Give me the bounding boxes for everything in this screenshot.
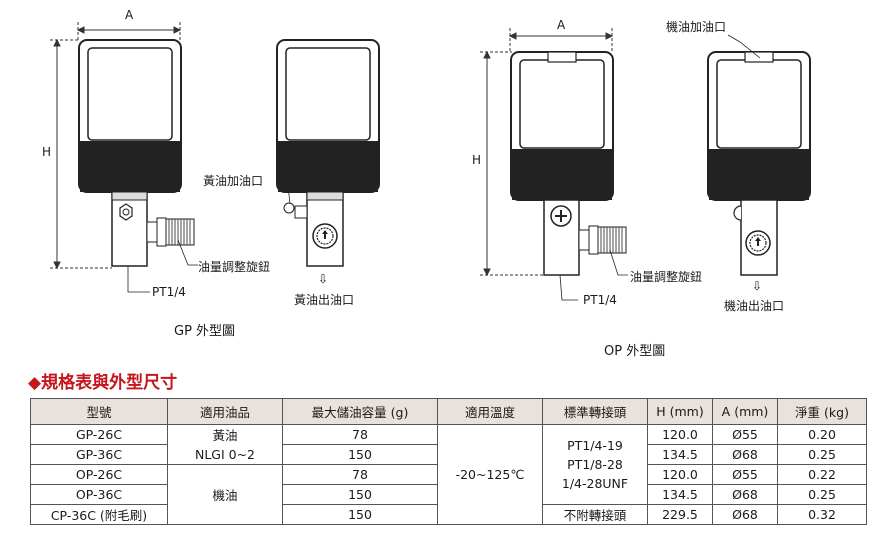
op-outlet-label: 機油出油口 xyxy=(724,299,785,313)
op-fill-inlet-label: 機油加油口 xyxy=(666,20,727,34)
table-row: OP-36C 150 134.5 Ø68 0.25 xyxy=(30,484,867,505)
op-caption: OP 外型圖 xyxy=(604,344,666,359)
h-cell: 120.0 xyxy=(647,424,713,445)
table-row: OP-26C 機油 78 120.0 Ø55 0.22 xyxy=(30,464,867,525)
op-thread-label: PT1/4 xyxy=(583,293,617,307)
header-adapter: 標準轉接頭 xyxy=(542,398,648,425)
gp-dim-h xyxy=(50,38,112,270)
table-row: CP-36C (附毛刷) 150 不附轉接頭 229.5 Ø68 0.32 xyxy=(30,504,867,525)
gp-dim-a-label: A xyxy=(125,8,134,22)
adapter-line: PT1/8-28 xyxy=(567,457,623,472)
temperature-cell: -20~125℃ xyxy=(437,424,543,525)
gp-thread-label: PT1/4 xyxy=(152,285,186,299)
gp-knob-label: 油量調整旋鈕 xyxy=(198,260,271,274)
header-h: H (mm) xyxy=(647,398,713,425)
op-dim-a xyxy=(508,28,614,52)
capacity-cell: 78 xyxy=(282,424,438,445)
header-oil: 適用油品 xyxy=(167,398,283,425)
gp-caption: GP 外型圖 xyxy=(174,324,236,339)
capacity-cell: 78 xyxy=(282,464,438,485)
header-a: A (mm) xyxy=(712,398,778,425)
gp-dim-h-label: H xyxy=(42,145,52,159)
oil-machine-cell: 機油 xyxy=(167,464,283,525)
header-temperature: 適用溫度 xyxy=(437,398,543,425)
h-cell: 120.0 xyxy=(647,464,713,485)
spec-table: 型號 適用油品 最大儲油容量 (g) 適用溫度 標準轉接頭 H (mm) A (… xyxy=(30,398,867,525)
adapter-cell: PT1/4-19 PT1/8-28 1/4-28UNF xyxy=(542,424,648,505)
table-row: GP-26C 黃油 NLGI 0~2 78 -20~125℃ PT1/4-19 … xyxy=(30,424,867,525)
model-cell: CP-36C (附毛刷) xyxy=(30,504,168,525)
gp-outlet-arrow: ⇩ xyxy=(318,272,329,286)
weight-cell: 0.25 xyxy=(777,484,867,505)
op-side-view xyxy=(707,34,811,276)
capacity-cell: 150 xyxy=(282,504,438,525)
gp-dim-a xyxy=(76,22,182,40)
table-header-row: 型號 適用油品 最大儲油容量 (g) 適用溫度 標準轉接頭 H (mm) A (… xyxy=(30,398,867,425)
model-cell: OP-26C xyxy=(30,464,168,485)
gp-fill-inlet-label: 黃油加油口 xyxy=(203,174,264,188)
capacity-cell: 150 xyxy=(282,444,438,465)
model-cell: GP-36C xyxy=(30,444,168,465)
capacity-cell: 150 xyxy=(282,484,438,505)
h-cell: 134.5 xyxy=(647,444,713,465)
header-capacity: 最大儲油容量 (g) xyxy=(282,398,438,425)
a-cell: Ø68 xyxy=(712,484,778,505)
h-cell: 134.5 xyxy=(647,484,713,505)
op-front-view xyxy=(510,51,628,301)
oil-grease-cell: 黃油 NLGI 0~2 xyxy=(167,424,283,465)
spec-heading: ◆規格表與外型尺寸 xyxy=(28,373,178,393)
oil-grease-line: NLGI 0~2 xyxy=(194,446,256,462)
gp-side-view xyxy=(276,39,380,267)
op-outlet-arrow: ⇩ xyxy=(752,279,763,293)
adapter-none-cell: 不附轉接頭 xyxy=(542,504,648,525)
header-weight: 淨重 (kg) xyxy=(777,398,867,425)
op-dim-a-label: A xyxy=(557,18,566,32)
gp-drawings xyxy=(50,22,380,293)
weight-cell: 0.32 xyxy=(777,504,867,525)
table-row: GP-36C 150 134.5 Ø68 0.25 xyxy=(30,444,867,465)
gp-outlet-label: 黃油出油口 xyxy=(294,293,355,307)
op-drawings xyxy=(480,28,811,301)
model-cell: GP-26C xyxy=(30,424,168,445)
weight-cell: 0.22 xyxy=(777,464,867,485)
a-cell: Ø68 xyxy=(712,444,778,465)
gp-front-view xyxy=(78,39,198,293)
op-dim-h xyxy=(480,50,545,277)
a-cell: Ø55 xyxy=(712,464,778,485)
model-cell: OP-36C xyxy=(30,484,168,505)
weight-cell: 0.25 xyxy=(777,444,867,465)
adapter-line: 1/4-28UNF xyxy=(561,476,629,491)
weight-cell: 0.20 xyxy=(777,424,867,445)
header-model: 型號 xyxy=(30,398,168,425)
a-cell: Ø55 xyxy=(712,424,778,445)
h-cell: 229.5 xyxy=(647,504,713,525)
a-cell: Ø68 xyxy=(712,504,778,525)
op-knob-label: 油量調整旋鈕 xyxy=(630,270,703,284)
op-dim-h-label: H xyxy=(472,153,482,167)
adapter-line: PT1/4-19 xyxy=(567,438,623,453)
oil-grease-line: 黃油 xyxy=(212,427,238,443)
